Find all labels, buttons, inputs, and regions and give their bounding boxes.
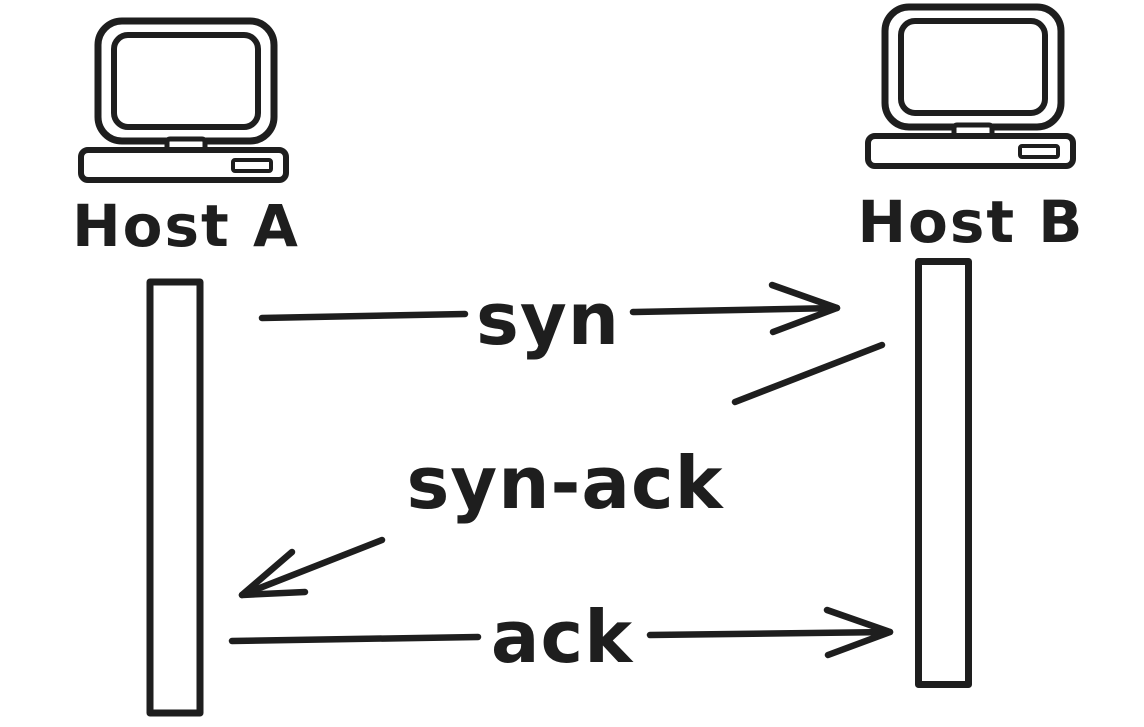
syn-arrow (258, 281, 841, 336)
host-a-computer-icon (81, 21, 286, 180)
arrowhead-right-icon (768, 281, 841, 336)
ack-arrow (228, 606, 894, 659)
syn-label: syn (476, 277, 620, 361)
syn-ack-label: syn-ack (406, 441, 724, 525)
host-a-label: Host A (72, 192, 300, 260)
host-b-lifeline (915, 258, 972, 688)
syn-ack-arrow (238, 341, 886, 599)
host-b-computer-icon (868, 7, 1073, 166)
arrowhead-right-icon (823, 606, 894, 659)
host-a-lifeline (146, 278, 204, 717)
ack-label: ack (491, 595, 634, 679)
host-b-label: Host B (857, 188, 1084, 256)
arrowhead-left-icon (238, 548, 309, 599)
